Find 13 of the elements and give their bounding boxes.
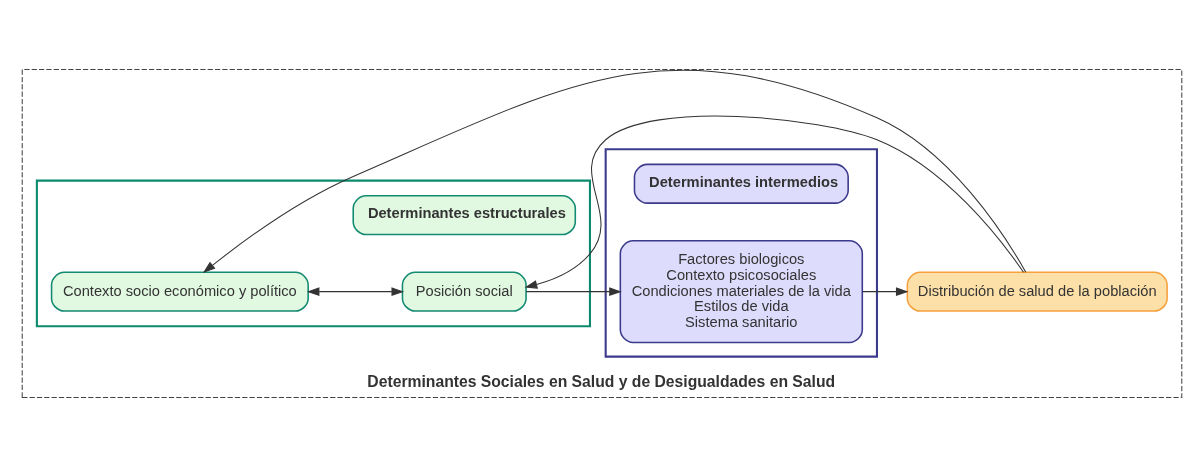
node-box: Contexto socio económico y político: [50, 270, 309, 312]
cluster: [604, 147, 878, 358]
node-box: Determinantes intermedios: [633, 163, 849, 204]
arrow: [202, 69, 1027, 273]
cluster: [35, 179, 591, 327]
node-box: Posición social: [401, 270, 527, 312]
arrow: [525, 286, 622, 296]
node-box: Factores biologicos Contexto psicosociales Condiciones materiales de la vida Estilos de vida Sistema sanitario: [619, 239, 864, 343]
node-box: Determinantes estructurales: [352, 194, 577, 235]
arrow: [524, 115, 1025, 289]
arrow: [862, 286, 909, 296]
node-box: Distribución de salud de la población: [906, 270, 1168, 312]
arrow: [306, 286, 405, 296]
